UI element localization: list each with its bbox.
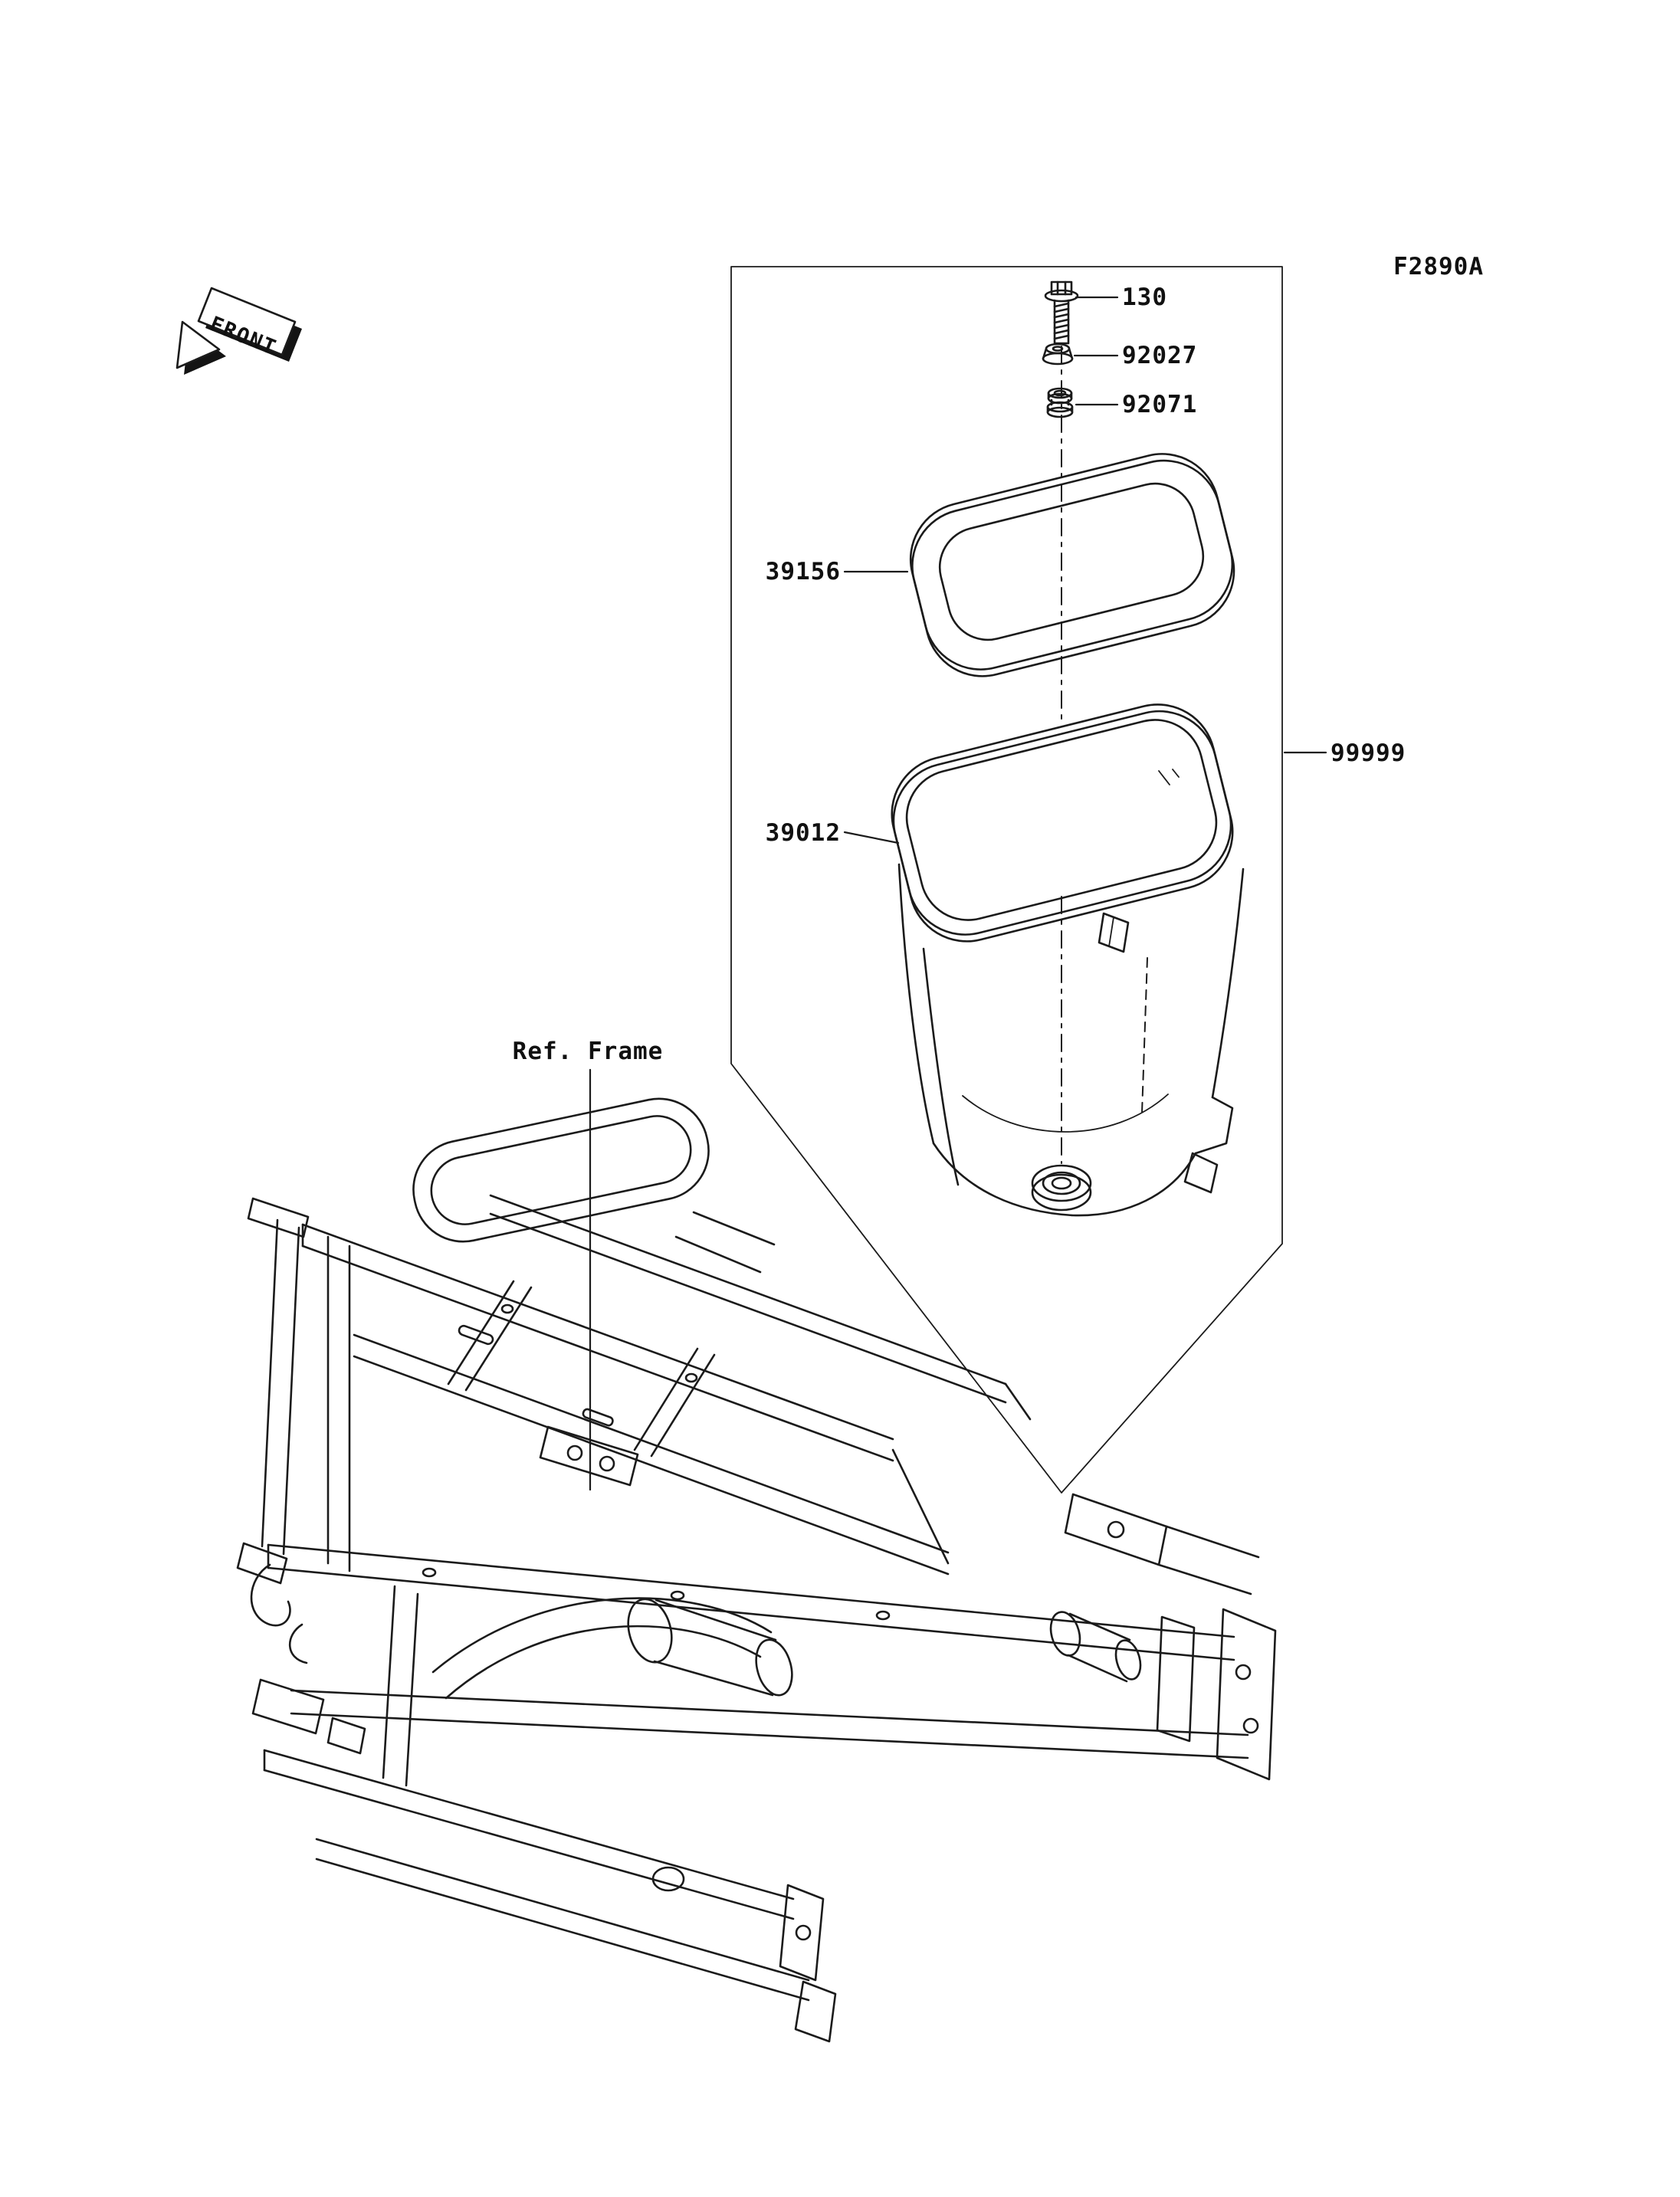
ref-frame-label: Ref. Frame: [513, 1038, 664, 1065]
frame-drawing: [236, 1097, 1277, 2043]
damper-92027-drawing: [1042, 343, 1074, 366]
label-99999: 99999: [1331, 739, 1406, 767]
label-130: 130: [1122, 284, 1167, 311]
front-marker-banner: [197, 287, 297, 356]
seal-39156-drawing: [909, 453, 1235, 677]
label-92071: 92071: [1122, 391, 1197, 418]
label-92027: 92027: [1122, 342, 1197, 369]
figure-code: F2890A: [1393, 253, 1484, 280]
grommet-92071-drawing: [1046, 387, 1074, 418]
front-arrow-head: [176, 320, 221, 369]
label-39156: 39156: [766, 558, 841, 585]
option-parts-outline: [730, 266, 1283, 1494]
case-39012-drawing: [891, 703, 1245, 1217]
leader-line-39012: [843, 831, 900, 844]
label-39012: 39012: [766, 819, 841, 847]
bolt-130-drawing: [1044, 280, 1079, 345]
front-direction-marker: FRONT: [176, 287, 302, 375]
